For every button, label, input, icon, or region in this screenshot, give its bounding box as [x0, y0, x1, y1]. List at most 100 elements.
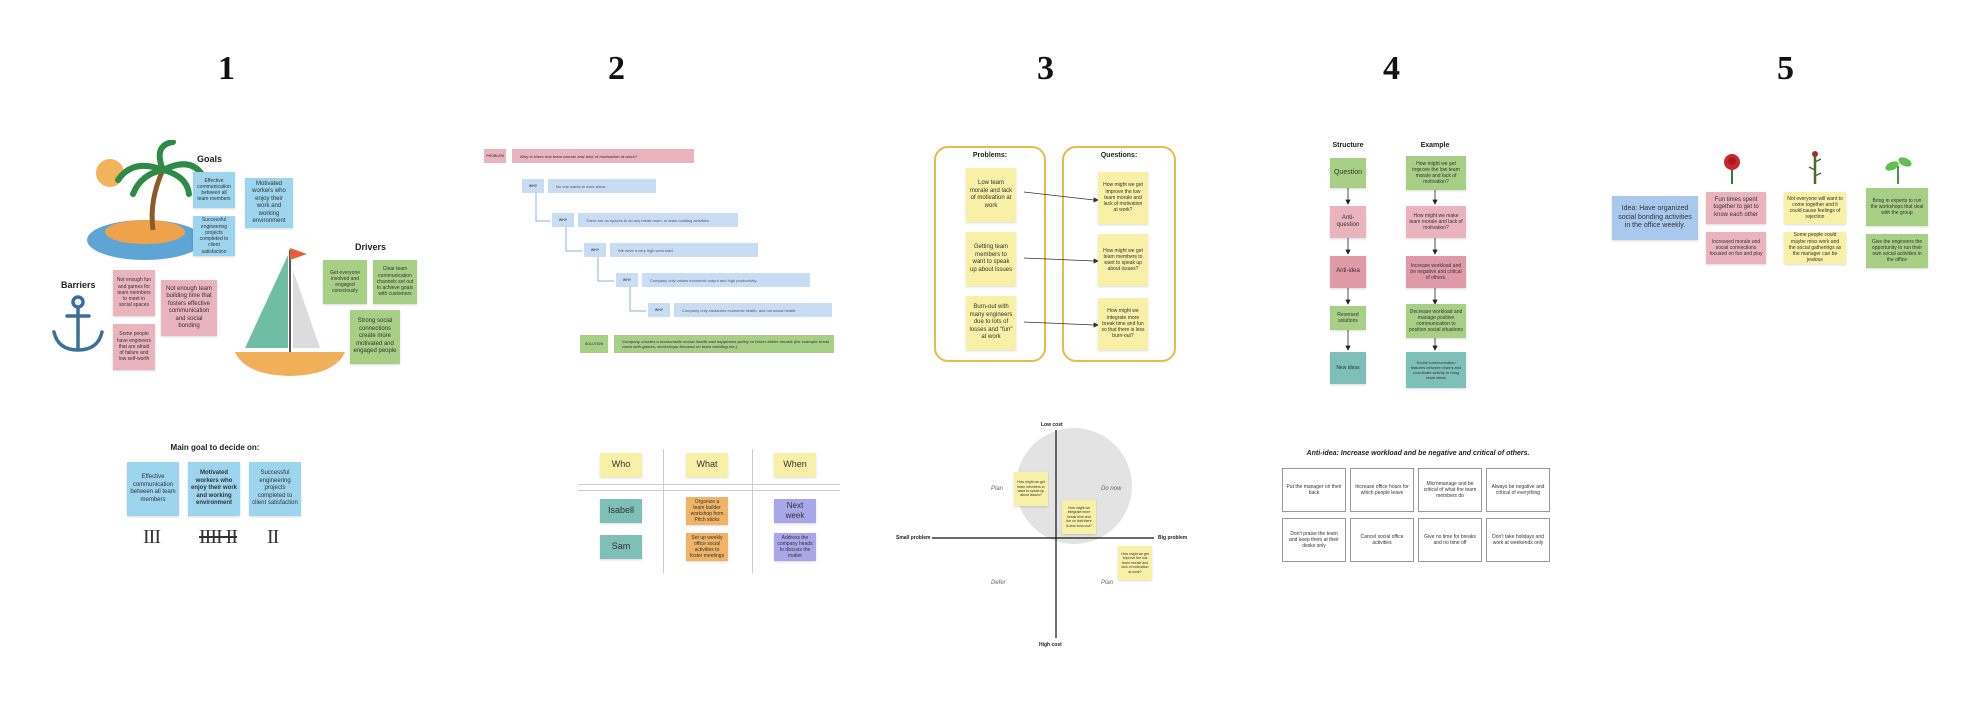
anti-idea-cell[interactable]: Don't praise the team and keep them at t…	[1282, 518, 1346, 562]
step-number-4: 4	[1383, 50, 1400, 87]
do-now-zone	[1016, 428, 1132, 544]
bud-note[interactable]: Bring in experts to run the workshops th…	[1866, 188, 1928, 226]
driver-note[interactable]: Strong social connections create more mo…	[350, 310, 400, 364]
cell-when[interactable]: Address the company heads to discuss the…	[774, 533, 816, 561]
anti-idea-cell[interactable]: Increase office hours for which people l…	[1350, 468, 1414, 512]
bud-note[interactable]: Give the engineers the opportunity to ru…	[1866, 234, 1928, 268]
thorn-note[interactable]: Some people could maybe miss work and th…	[1784, 232, 1846, 264]
problem-statement[interactable]: Why is there low team morale and lack of…	[512, 149, 694, 163]
why-label: WHY	[552, 213, 574, 227]
example-step[interactable]: Social communication features between te…	[1406, 352, 1466, 388]
why-label: WHY	[616, 273, 638, 287]
rose-note[interactable]: Fun times spent together to get to know …	[1706, 192, 1766, 224]
island-palm-icon	[87, 140, 206, 260]
why-label: WHY	[584, 243, 606, 257]
why-answer[interactable]: There are no spaces to do any break room…	[578, 213, 738, 227]
header-what: What	[686, 453, 728, 477]
question-note[interactable]: How might we get team members to want to…	[1098, 234, 1148, 286]
why-answer[interactable]: Company only measures economic health, a…	[674, 303, 832, 317]
example-step[interactable]: How might we get improve the low team mo…	[1406, 156, 1466, 190]
why-answer[interactable]: Company only values economic output and …	[642, 273, 810, 287]
flow-arrows	[1345, 188, 1438, 351]
who-what-when-board[interactable]: Who What When Isabell Organize a team bu…	[578, 445, 840, 577]
decide-note[interactable]: Effective communication between all team…	[127, 462, 179, 516]
problems-pane	[934, 146, 1046, 362]
matrix-note[interactable]: How might we get team members to want to…	[1014, 472, 1048, 506]
barrier-note[interactable]: Some people have engineers that are afra…	[113, 324, 155, 370]
quadrant-label: Defer	[991, 580, 1006, 586]
goal-note[interactable]: Effective communication between all team…	[193, 172, 235, 208]
structure-step[interactable]: Question	[1330, 158, 1366, 188]
axis-bottom-label: High cost	[1039, 642, 1062, 648]
structure-step[interactable]: Anti-question	[1330, 206, 1366, 238]
example-title: Example	[1420, 142, 1450, 149]
anti-idea-cell[interactable]: Don't take holidays and work at weekends…	[1486, 518, 1550, 562]
sprout-bud-icon	[1885, 157, 1912, 184]
grid-line	[578, 484, 840, 485]
dot-voting-board[interactable]: Main goal to decide on: Effective commun…	[115, 440, 315, 560]
question-note[interactable]: How might we integrate more break time a…	[1098, 298, 1148, 350]
cell-who[interactable]: Sam	[600, 535, 642, 559]
panel-sailboat-board[interactable]: Goals Barriers Drivers Effective communi…	[45, 140, 425, 380]
questions-pane	[1062, 146, 1176, 362]
quadrant-label: Do now	[1101, 486, 1122, 492]
grid-line	[752, 449, 753, 573]
cell-what[interactable]: Set up weekly office social activities t…	[686, 533, 728, 561]
anti-idea-title: Anti-idea: Increase workload and be nega…	[1306, 450, 1530, 457]
rtb-icons	[1724, 151, 1912, 184]
driver-note[interactable]: Get everyone involved and engaged consci…	[323, 260, 367, 304]
problems-questions-board[interactable]: Problems: Questions: Low team morale and…	[928, 140, 1186, 368]
structure-title: Structure	[1332, 142, 1364, 149]
problem-note[interactable]: Low team morale and lack of motivation a…	[966, 168, 1016, 222]
anti-idea-cell[interactable]: Give no time for breaks and no time off	[1418, 518, 1482, 562]
solution-statement[interactable]: Company creates a measurable social heal…	[614, 335, 834, 353]
thorn-note[interactable]: Not everyone will want to come together …	[1784, 192, 1846, 224]
why-connector-lines	[535, 191, 646, 312]
axis-left-label: Small problem	[896, 535, 931, 541]
example-step[interactable]: How might we make team morale and lack o…	[1406, 206, 1466, 238]
problems-title: Problems:	[972, 152, 1008, 159]
example-step[interactable]: Increase workload and be negative and cr…	[1406, 256, 1466, 288]
structure-step[interactable]: Anti-idea	[1330, 256, 1366, 288]
driver-note[interactable]: Clear team communication channels set ou…	[373, 260, 417, 304]
matrix-axes	[932, 428, 1154, 638]
decide-note[interactable]: Successful engineering projects complete…	[249, 462, 301, 516]
anti-idea-cell[interactable]: Always be negative and critical of every…	[1486, 468, 1550, 512]
decide-title: Main goal to decide on:	[170, 443, 260, 452]
goal-note[interactable]: Motivated workers who enjoy their work a…	[245, 178, 293, 228]
example-step[interactable]: Decrease workload and manage positive co…	[1406, 304, 1466, 338]
anti-idea-cell[interactable]: Micromanage and be critical of what the …	[1418, 468, 1482, 512]
matrix-note[interactable]: How might we integrate more break time a…	[1062, 500, 1096, 534]
structure-step[interactable]: Reversed solutions	[1330, 306, 1366, 330]
barrier-note[interactable]: Not enough team building time that foste…	[161, 280, 217, 336]
cell-what[interactable]: Organize a team builder workshop from Pi…	[686, 497, 728, 525]
rose-thorn-bud-board[interactable]: Idea: Have organized social bonding acti…	[1600, 140, 1960, 280]
anti-idea-grid[interactable]: Anti-idea: Increase workload and be nega…	[1278, 446, 1558, 568]
step-number-3: 3	[1037, 50, 1054, 87]
goal-note[interactable]: Successful engineering projects complete…	[193, 216, 235, 256]
reverse-brainstorm-board[interactable]: Structure Example Question Anti-question…	[1318, 138, 1478, 400]
structure-step[interactable]: New ideas	[1330, 352, 1366, 384]
why-answer[interactable]: No one wants to work alone.	[548, 179, 656, 193]
cell-when[interactable]: Next week	[774, 499, 816, 523]
solution-label: SOLUTION	[580, 335, 608, 353]
matrix-note[interactable]: How might we get improve the low team mo…	[1118, 546, 1152, 580]
question-note[interactable]: How might we get improve the low team mo…	[1098, 172, 1148, 224]
tally-marks: IIII II	[199, 526, 238, 548]
anchor-icon	[52, 295, 104, 352]
cost-problem-matrix[interactable]: Low cost High cost Small problem Big pro…	[896, 420, 1216, 660]
problem-note[interactable]: Getting team members to want to speak up…	[966, 232, 1016, 286]
problem-note[interactable]: Burn-out with many engineers due to lots…	[966, 296, 1016, 350]
cell-who[interactable]: Isabell	[600, 499, 642, 523]
why-answer[interactable]: We have a very high work load.	[610, 243, 758, 257]
rose-note[interactable]: Increased morale and social connections …	[1706, 232, 1766, 264]
problem-label: PROBLEM	[484, 149, 506, 163]
barrier-note[interactable]: Not enough fun and games for team member…	[113, 270, 155, 316]
five-whys-board[interactable]: PROBLEM Why is there low team morale and…	[480, 145, 840, 360]
questions-title: Questions:	[1100, 152, 1138, 159]
anti-idea-cell[interactable]: Cancel social office activities	[1350, 518, 1414, 562]
decide-note[interactable]: Motivated workers who enjoy their work a…	[188, 462, 240, 516]
thorn-stem-icon	[1808, 151, 1822, 184]
anti-idea-cell[interactable]: Put the manager on their back	[1282, 468, 1346, 512]
idea-note[interactable]: Idea: Have organized social bonding acti…	[1612, 196, 1698, 240]
